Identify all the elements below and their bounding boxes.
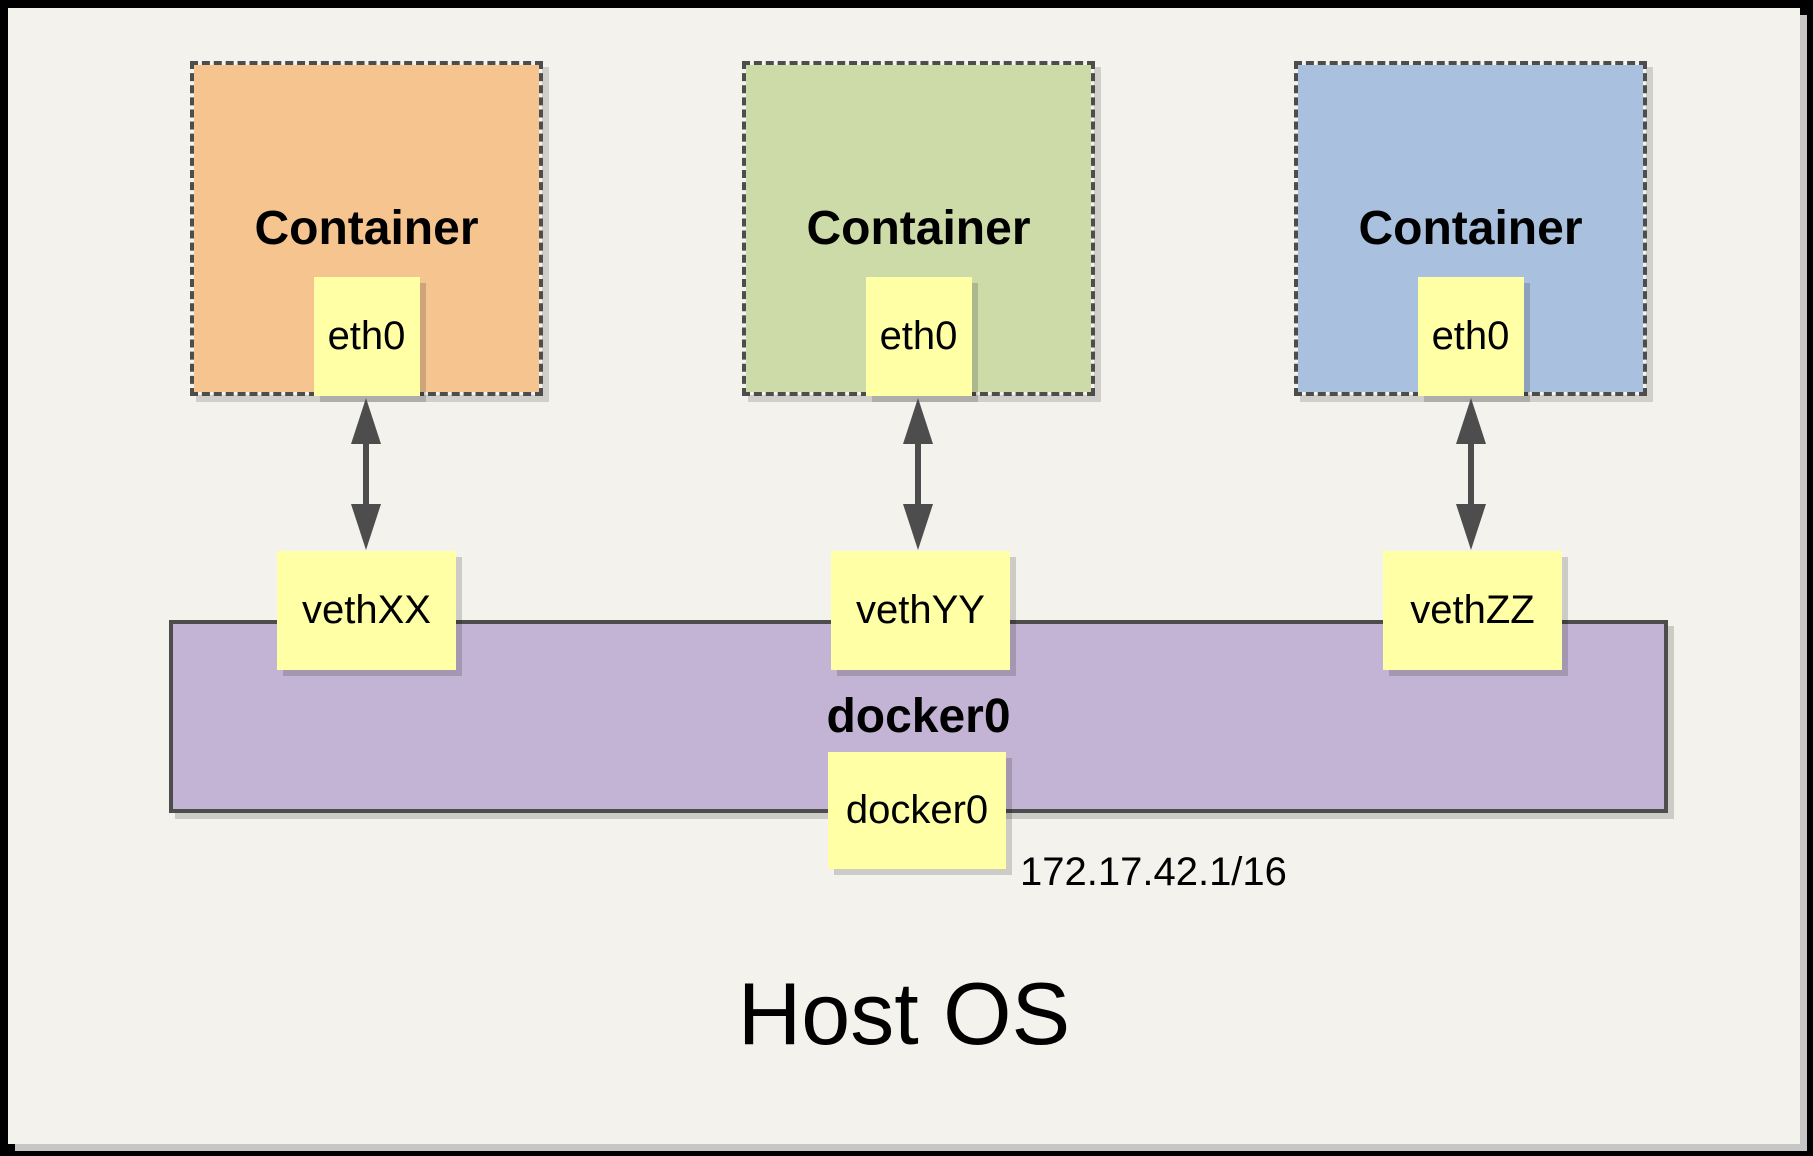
container-3-title: Container — [1358, 202, 1583, 255]
bidirectional-arrow-icon-3 — [1456, 398, 1486, 550]
eth0-node-2-label: eth0 — [879, 314, 958, 358]
docker0-bridge-title: docker0 — [826, 690, 1011, 743]
container-box-2: Container eth0 — [742, 61, 1095, 396]
bidirectional-arrow-icon-1 — [351, 398, 381, 550]
container-box-3: Container eth0 — [1294, 61, 1647, 396]
host-os-panel: Container eth0 Container eth0 Container … — [8, 8, 1800, 1144]
eth0-node-2: eth0 — [865, 277, 972, 396]
vethxx-node: vethXX — [277, 551, 456, 670]
eth0-node-1-label: eth0 — [327, 314, 406, 358]
container-2-title: Container — [806, 202, 1031, 255]
vethzz-node: vethZZ — [1383, 551, 1562, 670]
eth0-node-3-label: eth0 — [1431, 314, 1510, 358]
vethxx-node-label: vethXX — [302, 588, 431, 632]
bridge-ip-label: 172.17.42.1/16 — [1020, 850, 1287, 894]
vethyy-node: vethYY — [831, 551, 1010, 670]
container-box-1: Container eth0 — [190, 61, 543, 396]
container-1-title: Container — [254, 202, 479, 255]
vethzz-node-label: vethZZ — [1410, 588, 1535, 632]
vethyy-node-label: vethYY — [856, 588, 985, 632]
bidirectional-arrow-icon-2 — [903, 398, 933, 550]
docker0-interface-node: docker0 — [828, 752, 1006, 869]
docker0-interface-node-label: docker0 — [845, 788, 989, 832]
eth0-node-3: eth0 — [1417, 277, 1524, 396]
eth0-node-1: eth0 — [313, 277, 420, 396]
host-os-title: Host OS — [737, 964, 1071, 1063]
